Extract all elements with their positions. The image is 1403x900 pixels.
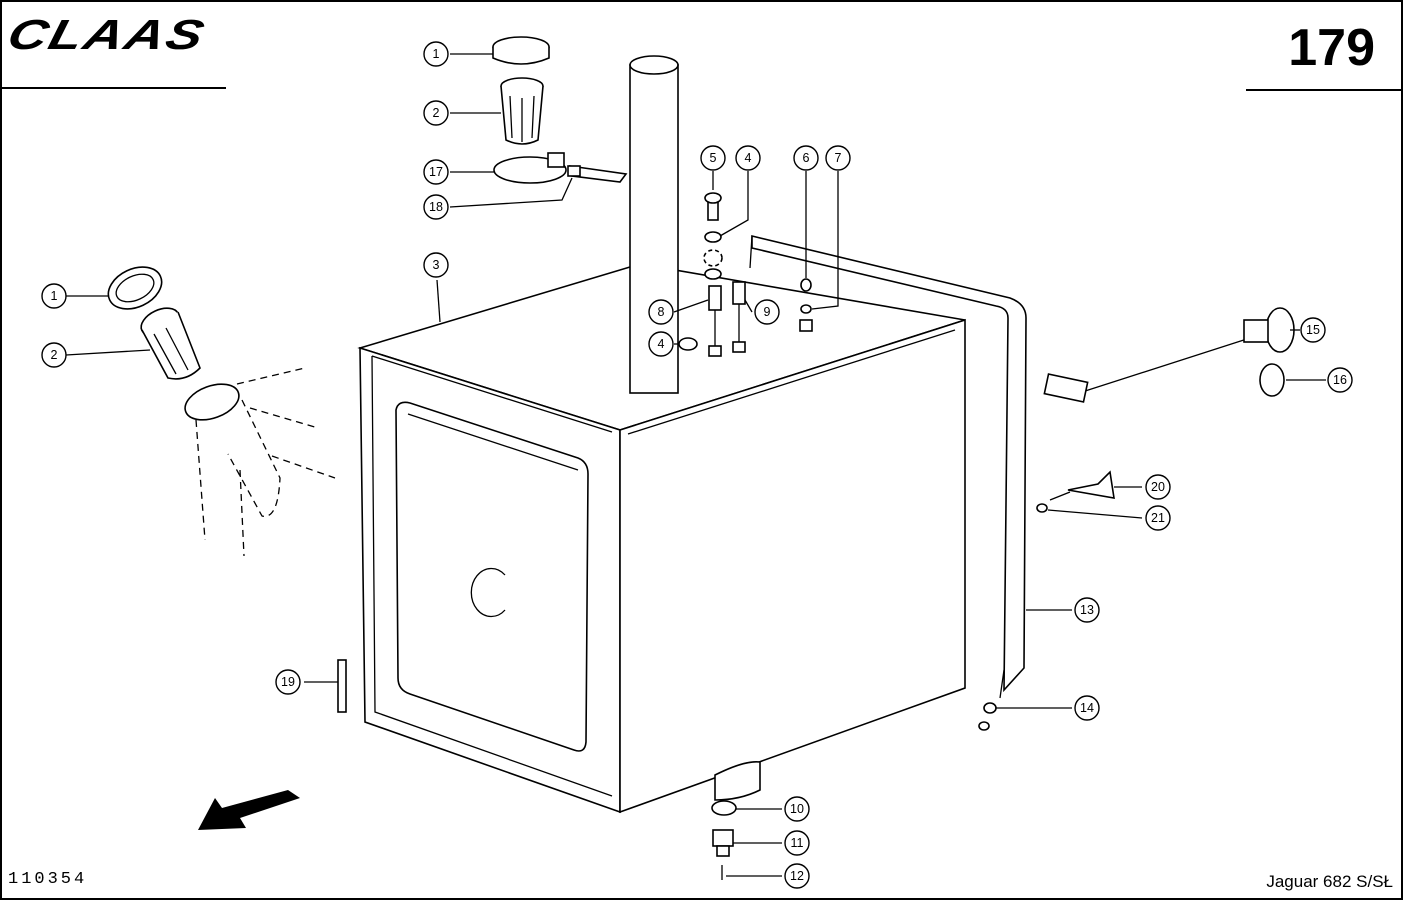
- callout-1-left: 1: [41, 283, 67, 309]
- svg-text:17: 17: [429, 165, 443, 179]
- callout-4-top: 4: [735, 145, 761, 171]
- svg-text:2: 2: [433, 106, 440, 120]
- svg-text:19: 19: [281, 675, 295, 689]
- top-fittings: [678, 192, 813, 357]
- svg-text:5: 5: [710, 151, 717, 165]
- callout-1-top: 1: [423, 41, 449, 67]
- callout-14: 14: [1074, 695, 1100, 721]
- strainer-top: [500, 77, 544, 145]
- svg-text:21: 21: [1151, 511, 1165, 525]
- callout-9: 9: [754, 299, 780, 325]
- svg-text:11: 11: [791, 836, 804, 850]
- callout-17: 17: [423, 159, 449, 185]
- svg-text:6: 6: [803, 151, 810, 165]
- svg-text:7: 7: [835, 151, 842, 165]
- mounting-strap: [749, 234, 1027, 699]
- callout-15: 15: [1300, 317, 1326, 343]
- callout-6: 6: [793, 145, 819, 171]
- callout-2-top: 2: [423, 100, 449, 126]
- callout-10: 10: [784, 796, 810, 822]
- machine-model: Jaguar 682 S/SŁ: [1266, 872, 1393, 891]
- left-filler-neck: [184, 367, 336, 557]
- svg-text:14: 14: [1080, 701, 1094, 715]
- svg-text:10: 10: [790, 802, 804, 816]
- callout-7: 7: [825, 145, 851, 171]
- travel-direction-arrow: [198, 790, 300, 830]
- drain-plug-parts: [711, 800, 737, 880]
- svg-text:12: 12: [790, 869, 804, 883]
- svg-text:4: 4: [745, 151, 752, 165]
- callout-4-lower: 4: [648, 331, 674, 357]
- svg-text:18: 18: [429, 200, 443, 214]
- callout-2-left: 2: [41, 342, 67, 368]
- document-number: 110354: [8, 870, 88, 889]
- filler-cap-top: [492, 36, 550, 65]
- svg-text:8: 8: [658, 305, 665, 319]
- svg-text:4: 4: [658, 337, 665, 351]
- svg-text:1: 1: [433, 47, 440, 61]
- callout-12: 12: [784, 863, 810, 889]
- callout-11: 11: [784, 830, 810, 856]
- callout-20: 20: [1145, 474, 1171, 500]
- callout-13: 13: [1074, 597, 1100, 623]
- callout-8: 8: [648, 299, 674, 325]
- page-number: 179: [1288, 19, 1375, 77]
- strainer-left: [140, 307, 201, 380]
- callout-21: 21: [1145, 505, 1171, 531]
- svg-text:1: 1: [51, 289, 58, 303]
- misc-fasteners: [337, 470, 1115, 731]
- callout-16: 16: [1327, 367, 1353, 393]
- svg-text:15: 15: [1306, 323, 1320, 337]
- filler-cap-left: [107, 266, 163, 310]
- svg-text:3: 3: [433, 258, 440, 272]
- svg-text:2: 2: [51, 348, 58, 362]
- fuel-level-sender: [1043, 307, 1295, 403]
- callout-5: 5: [700, 145, 726, 171]
- svg-text:9: 9: [764, 305, 771, 319]
- callout-3: 3: [423, 252, 449, 278]
- hose-clamp: [493, 152, 628, 184]
- svg-text:20: 20: [1151, 480, 1165, 494]
- leader-lines: [65, 53, 1326, 877]
- callout-18: 18: [423, 194, 449, 220]
- callout-19: 19: [275, 669, 301, 695]
- svg-text:16: 16: [1333, 373, 1347, 387]
- svg-text:13: 13: [1080, 603, 1094, 617]
